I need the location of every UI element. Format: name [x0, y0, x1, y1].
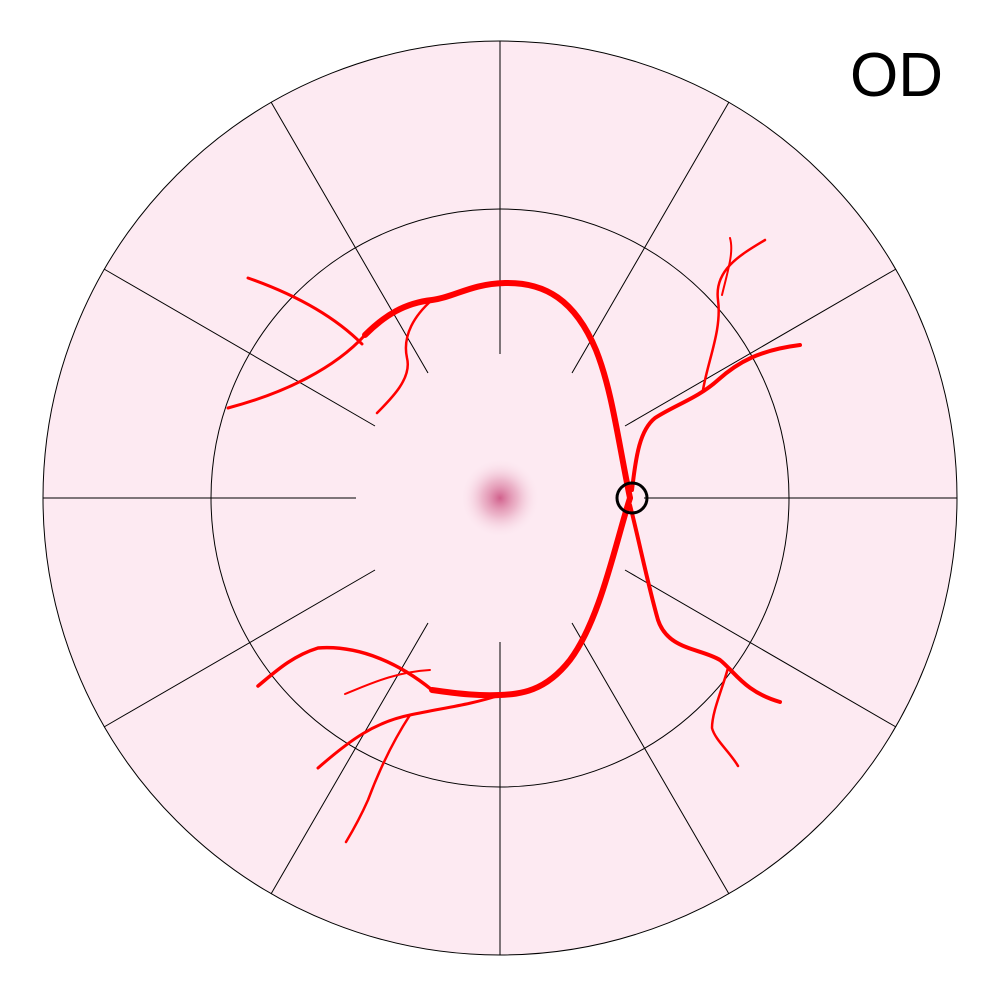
- spoke-240: [103, 569, 376, 728]
- eye-label: OD: [850, 41, 943, 110]
- nasal-superior-twig-vessel: [721, 237, 733, 296]
- nasal-inferior-branch-vessel: [710, 666, 740, 768]
- fovea-spot: [460, 458, 540, 538]
- spoke-60: [624, 268, 897, 427]
- optic-disc-circle: [615, 481, 649, 515]
- spoke-150: [571, 622, 730, 895]
- nasal-superior-vessel: [630, 343, 802, 492]
- spoke-330: [270, 101, 429, 374]
- nasal-inferior-vessel: [628, 503, 782, 704]
- spoke-120: [624, 569, 897, 728]
- grid-spokes: [43, 41, 957, 955]
- superior-small-branch-vessel: [375, 298, 434, 415]
- superior-branch-vessel: [246, 276, 364, 346]
- spoke-300: [103, 268, 376, 427]
- inferior-temporal-vessel: [256, 645, 434, 692]
- retinal-vessel-tree: [226, 237, 802, 844]
- superior-temporal-vessel: [226, 333, 367, 410]
- superior-arcade-vessel: [362, 279, 633, 501]
- nasal-superior-branch-vessel: [701, 238, 767, 392]
- inferior-small-branch-vessel: [344, 713, 412, 844]
- spoke-30: [571, 101, 730, 374]
- inferior-arcade-vessel: [429, 495, 633, 699]
- inferior-twig-vessel: [344, 669, 431, 695]
